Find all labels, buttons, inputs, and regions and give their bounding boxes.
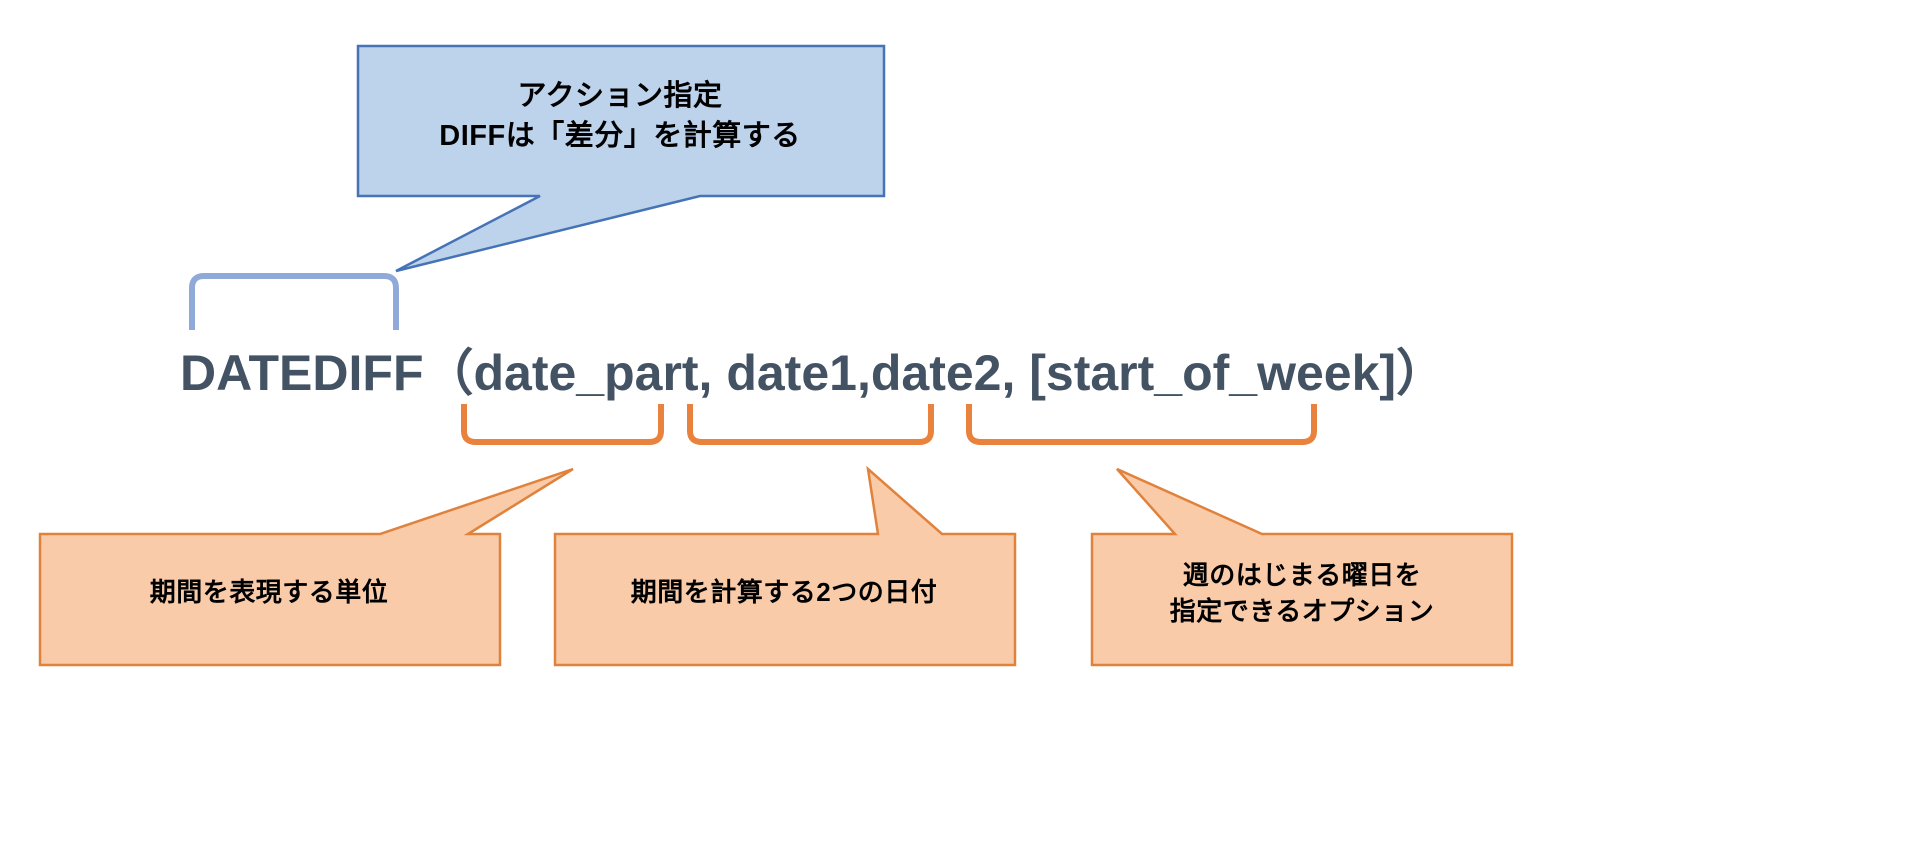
orange-callout-1-body <box>38 467 574 667</box>
bracket-function <box>189 273 399 330</box>
dates-callout-shape <box>553 465 1017 667</box>
orange-callout-2-body <box>553 465 1017 667</box>
date-part-callout-shape <box>38 467 574 667</box>
action-callout-shape <box>356 44 886 273</box>
bracket-start-of-week <box>966 404 1317 445</box>
formula-line: DATEDIFF（date_part, date1,date2, [start_… <box>180 333 1680 405</box>
orange-bracket-2-path <box>687 404 934 445</box>
orange-callout-3-body <box>1090 467 1514 667</box>
blue-bracket-path <box>189 273 399 330</box>
orange-bracket-3-path <box>966 404 1317 445</box>
bracket-dates <box>687 404 934 445</box>
blue-callout-body <box>356 44 886 273</box>
start-of-week-callout-shape <box>1090 467 1514 667</box>
formula-text: DATEDIFF（date_part, date1,date2, [start_… <box>180 345 1447 401</box>
orange-bracket-1-path <box>461 404 664 445</box>
bracket-date-part <box>461 404 664 445</box>
